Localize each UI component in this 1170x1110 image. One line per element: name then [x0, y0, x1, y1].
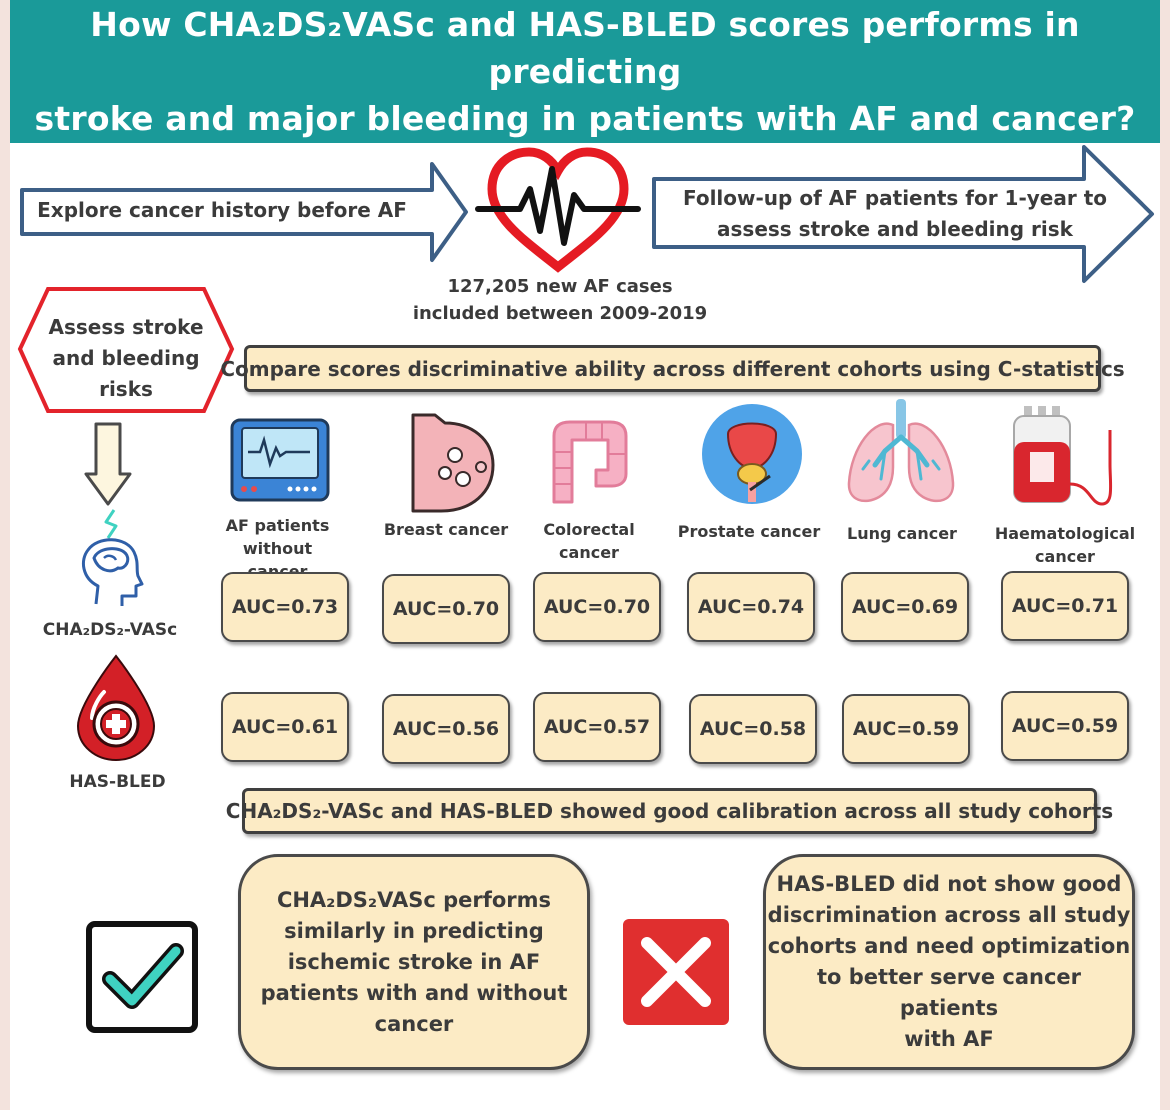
- title-line-1: How CHA₂DS₂VASc and HAS-BLED scores perf…: [90, 5, 1080, 91]
- has-auc-lung: AUC=0.59: [842, 694, 970, 764]
- down-arrow: [84, 422, 132, 506]
- blood-drop-icon: [76, 654, 156, 762]
- title-banner: How CHA₂DS₂VASc and HAS-BLED scores perf…: [10, 0, 1160, 143]
- has-auc-af-no-cancer: AUC=0.61: [221, 692, 349, 762]
- cases-line-2: included between 2009-2019: [412, 303, 708, 324]
- right-arrow-line-1: Follow-up of AF patients for 1-year to: [682, 186, 1107, 210]
- has-auc-prostate: AUC=0.58: [689, 694, 817, 764]
- right-flow-arrow: [652, 145, 1154, 283]
- has-auc-breast: AUC=0.56: [382, 694, 510, 764]
- calibration-banner: CHA₂DS₂-VASc and HAS-BLED showed good ca…: [226, 788, 1113, 834]
- cohort-label-breast: Breast cancer: [383, 520, 509, 539]
- assess-line-3: risks: [99, 377, 153, 401]
- right-arrow-line-2: assess stroke and bleeding risk: [717, 217, 1073, 241]
- left-arrow-text: Explore cancer history before AF: [37, 198, 407, 222]
- cha-auc-prostate: AUC=0.74: [687, 572, 815, 642]
- cohort-label-colorectal: Colorectal cancer: [543, 520, 635, 562]
- cha-score-label: CHA₂DS₂-VASc: [42, 620, 178, 640]
- left-flow-arrow: [20, 162, 468, 262]
- cohort-label-prostate: Prostate cancer: [677, 522, 821, 541]
- title-line-2: stroke and major bleeding in patients wi…: [34, 99, 1136, 138]
- blood-bag-icon: [1013, 406, 1113, 506]
- lungs-icon: [847, 399, 955, 503]
- cohort-label-lung: Lung cancer: [847, 524, 957, 543]
- cha-auc-haematological: AUC=0.71: [1001, 571, 1129, 641]
- brain-head-icon: [81, 509, 144, 606]
- breast-icon: [411, 413, 495, 513]
- conclusion-has: HAS-BLED did not show good discriminatio…: [763, 854, 1135, 1070]
- assess-line-2: and bleeding: [52, 346, 200, 370]
- prostate-icon: [702, 404, 802, 504]
- cha-auc-breast: AUC=0.70: [382, 574, 510, 644]
- heart-ecg-icon: [475, 147, 641, 273]
- cha-auc-lung: AUC=0.69: [841, 572, 969, 642]
- cross-icon: [623, 919, 729, 1025]
- cha-auc-af-no-cancer: AUC=0.73: [221, 572, 349, 642]
- cohort-label-haematological: Haematological cancer: [994, 524, 1136, 566]
- compare-banner: Compare scores discriminative ability ac…: [220, 345, 1125, 392]
- has-auc-colorectal: AUC=0.57: [533, 692, 661, 762]
- cases-line-1: 127,205 new AF cases: [447, 276, 673, 297]
- has-score-label: HAS-BLED: [69, 772, 166, 792]
- has-auc-haematological: AUC=0.59: [1001, 691, 1129, 761]
- assess-hexagon: [17, 287, 235, 413]
- colon-icon: [552, 420, 628, 504]
- conclusion-cha: CHA₂DS₂VASc performs similarly in predic…: [238, 854, 590, 1070]
- assess-line-1: Assess stroke: [48, 315, 204, 339]
- cha-auc-colorectal: AUC=0.70: [533, 572, 661, 642]
- monitor-icon: [230, 418, 330, 502]
- checkmark-icon: [86, 921, 198, 1033]
